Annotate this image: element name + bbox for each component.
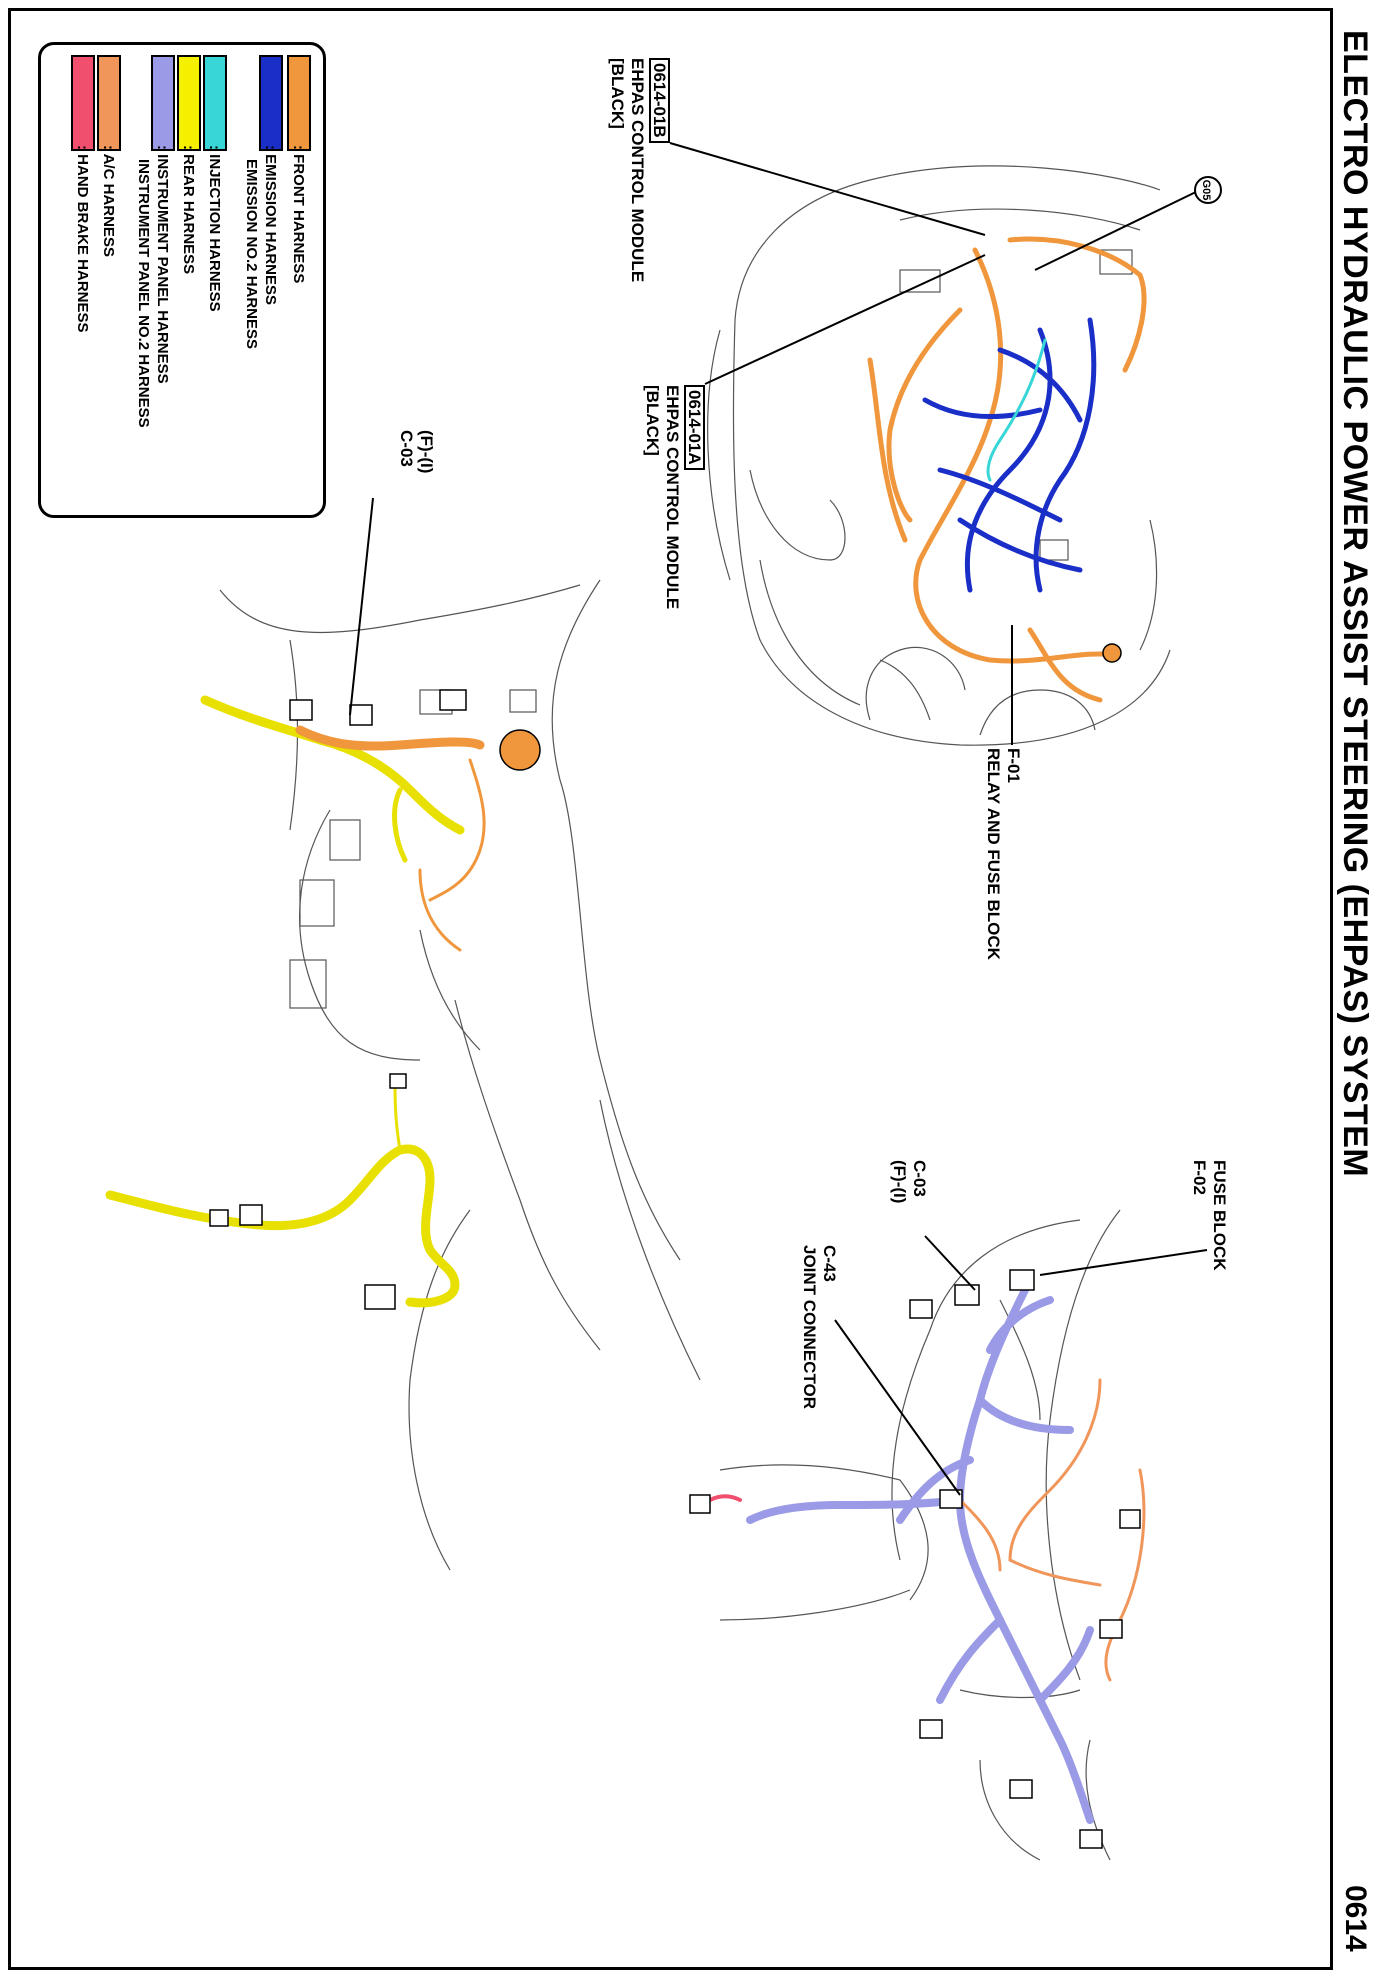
ip-connectors xyxy=(689,1269,1141,1849)
connector-0614-01b-label: 0614-01B EHPAS CONTROL MODULE [BLACK] xyxy=(606,58,670,282)
svg-text:G05: G05 xyxy=(1200,180,1212,201)
rear-floor-drawing xyxy=(219,579,701,1571)
harness-grommet xyxy=(1102,643,1122,663)
legend-swatch-ac xyxy=(97,55,121,151)
joint-connector-label: C-43 JOINT CONNECTOR xyxy=(798,1245,839,1410)
instrument-panel-harness-route xyxy=(746,1276,1094,1824)
legend-text-injection: : INJECTION HARNESS xyxy=(206,145,223,312)
legend-text-instrument-panel: : INSTRUMENT PANEL HARNESS xyxy=(154,145,171,384)
rear-harness-route-upper xyxy=(200,695,486,952)
fuse-block-label: FUSE BLOCK F-02 xyxy=(1188,1160,1229,1271)
relay-fuse-block-label: F-01 RELAY AND FUSE BLOCK xyxy=(982,748,1023,960)
emission-harness-route xyxy=(922,317,1097,593)
legend-text-front: : FRONT HARNESS xyxy=(290,145,307,284)
connector-0614-01b-name: EHPAS CONTROL MODULE xyxy=(628,58,647,283)
connector-0614-01b-color: [BLACK] xyxy=(608,58,627,129)
legend-text-emission-no2: EMISSION NO.2 HARNESS xyxy=(243,159,260,350)
legend-text-rear: : REAR HARNESS xyxy=(180,145,197,275)
legend-swatch-rear xyxy=(177,55,201,151)
connector-c03-left-line1: (F)-(I) xyxy=(417,430,436,474)
legend-text-ac: : A/C HARNESS xyxy=(100,145,117,257)
legend-swatch-injection xyxy=(203,55,227,151)
engine-bay-drawing xyxy=(707,165,1171,746)
rear-connectors xyxy=(209,689,467,1310)
legend-swatch-front xyxy=(287,55,311,151)
legend-text-hand-brake: : HAND BRAKE HARNESS xyxy=(74,145,91,333)
joint-connector-name: JOINT CONNECTOR xyxy=(800,1245,819,1410)
connector-c03-right-label: C-03 (F)-(I) xyxy=(888,1160,929,1204)
legend-swatch-emission xyxy=(259,55,283,151)
harness-legend: : FRONT HARNESS : EMISSION HARNESS EMISS… xyxy=(38,42,326,518)
page-border xyxy=(8,8,1333,1970)
connector-c03-left-line2: C-03 xyxy=(397,430,416,467)
legend-text-instrument-panel-no2: INSTRUMENT PANEL NO.2 HARNESS xyxy=(135,159,152,428)
relay-fuse-block-name: RELAY AND FUSE BLOCK xyxy=(984,748,1003,960)
legend-swatch-hand-brake xyxy=(71,55,95,151)
connector-0614-01a-name: EHPAS CONTROL MODULE xyxy=(663,385,682,610)
connector-0614-01a-code: 0614-01A xyxy=(684,385,705,470)
connector-c03-right-line1: C-03 xyxy=(910,1160,929,1197)
injection-harness-route xyxy=(986,338,1047,482)
joint-connector-code: C-43 xyxy=(820,1245,839,1282)
ac-harness-route xyxy=(958,1378,1146,1682)
legend-swatch-instrument-panel xyxy=(151,55,175,151)
fuse-block-code: F-02 xyxy=(1190,1160,1209,1195)
ground-point xyxy=(499,729,541,771)
connector-c03-right-line2: (F)-(I) xyxy=(890,1160,909,1204)
connector-0614-01a-label: 0614-01A EHPAS CONTROL MODULE [BLACK] xyxy=(641,385,705,609)
page-number: 0614 xyxy=(1339,1885,1372,1952)
front-harness-route xyxy=(867,236,1147,703)
fuse-block-name: FUSE BLOCK xyxy=(1210,1160,1229,1271)
legend-text-emission: : EMISSION HARNESS xyxy=(262,145,279,306)
rear-harness-route-lower xyxy=(105,1078,460,1308)
connector-0614-01a-color: [BLACK] xyxy=(643,385,662,456)
leader-lines xyxy=(349,142,1208,1496)
connector-c03-left-label: (F)-(I) C-03 xyxy=(395,430,436,474)
ground-g05-symbol: G05 xyxy=(1194,176,1222,204)
instrument-panel-drawing xyxy=(719,1209,1121,1861)
hand-brake-harness-route xyxy=(708,1494,742,1502)
page-title: ELECTRO HYDRAULIC POWER ASSIST STEERING … xyxy=(1336,30,1374,1178)
connector-0614-01b-code: 0614-01B xyxy=(649,58,670,143)
relay-fuse-block-code: F-01 xyxy=(1004,748,1023,783)
